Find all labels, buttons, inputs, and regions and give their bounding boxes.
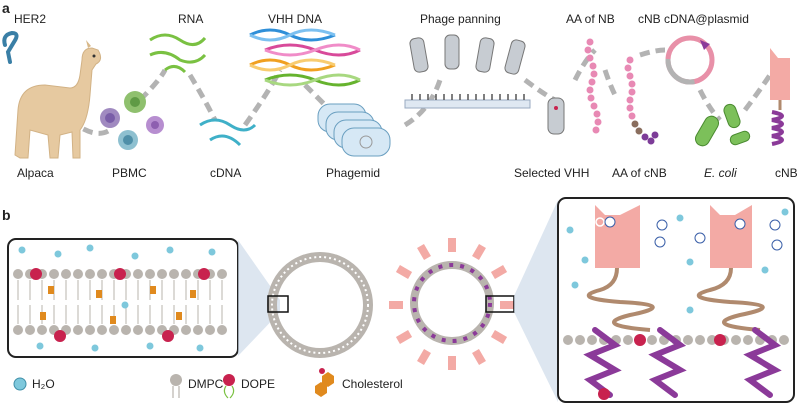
alpaca-illustration <box>14 40 102 159</box>
her2-receptor-icon <box>2 30 19 64</box>
legend-h2o-label: H₂O <box>32 377 55 391</box>
plasmid-illustration <box>665 35 715 85</box>
label-phage-panning: Phage panning <box>420 12 501 26</box>
rna-strands <box>149 33 207 74</box>
label-aa-of-nb: AA of NB <box>566 12 615 26</box>
label-selected-vhh: Selected VHH <box>514 166 590 180</box>
pbmc-cells <box>100 91 164 150</box>
liposome-ring <box>267 252 373 358</box>
legend-dope-label: DOPE <box>241 377 276 391</box>
aa-of-cnb-chain <box>624 56 659 145</box>
label-phagemid: Phagemid <box>326 166 381 180</box>
cnb-membrane-detail-right <box>557 197 795 403</box>
label-her2: HER2 <box>14 12 47 26</box>
legend-cholesterol-icon <box>315 368 334 397</box>
legend-cholesterol-label: Cholesterol <box>342 377 403 391</box>
vhh-dna-helices <box>249 28 361 87</box>
aa-of-nb-chain <box>584 38 602 134</box>
legend-h2o-icon <box>13 377 27 391</box>
cdna-strands <box>199 118 257 147</box>
panel-a-letter: a <box>2 0 10 16</box>
cnb-coated-liposome <box>389 200 558 402</box>
label-ecoli: E. coli <box>704 166 737 180</box>
legend-dope-icon <box>223 374 235 399</box>
selected-vhh-phage-icon <box>547 97 565 135</box>
label-cdna: cDNA <box>210 166 242 180</box>
ecoli-illustration <box>695 103 751 147</box>
label-alpaca: Alpaca <box>17 166 54 180</box>
label-aa-of-cnb: AA of cNB <box>612 166 667 180</box>
phage-panning-illustration <box>404 34 531 109</box>
cnb-molecule-icon <box>770 48 790 146</box>
legend-dmpc-icon <box>170 374 182 398</box>
label-cnb: cNB <box>775 166 798 180</box>
phagemid-illustration <box>317 103 391 157</box>
label-plasmid: cNB cDNA@plasmid <box>638 12 749 26</box>
workflow-arrows <box>68 47 773 136</box>
bilayer-detail-left <box>7 238 280 358</box>
panel-b-letter: b <box>2 207 11 223</box>
label-rna: RNA <box>178 12 204 26</box>
label-pbmc: PBMC <box>112 166 147 180</box>
legend-dmpc-label: DMPC <box>188 377 224 391</box>
label-vhh-dna: VHH DNA <box>268 12 323 26</box>
